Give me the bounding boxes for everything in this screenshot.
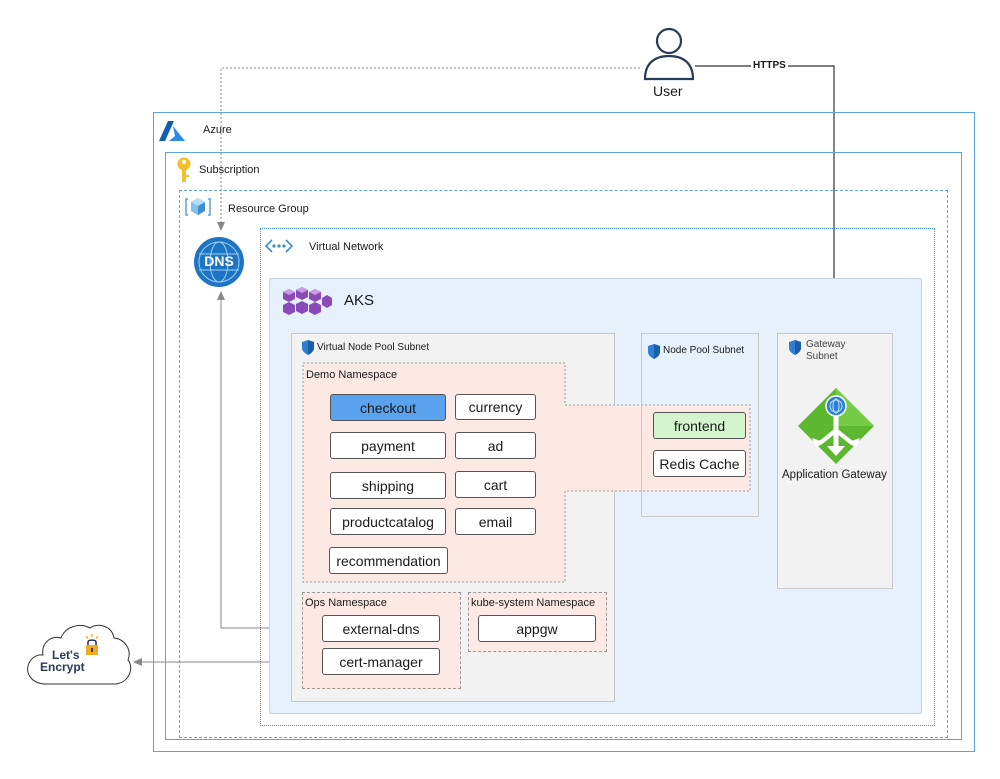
gateway-subnet-label-1: Gateway <box>806 339 846 350</box>
service-appgw: appgw <box>478 615 596 642</box>
service-payment: payment <box>330 432 446 459</box>
kube-system-namespace-label: kube-system Namespace <box>471 597 596 609</box>
key-icon <box>177 157 191 182</box>
resource-group-container <box>179 190 948 738</box>
service-cert-manager: cert-manager <box>322 648 440 675</box>
gateway-subnet-label-2: Subnet <box>806 351 838 362</box>
lets-encrypt-line2: Encrypt <box>40 660 85 674</box>
shield-icon <box>789 340 801 355</box>
shield-icon <box>648 344 660 359</box>
aks-icon <box>283 287 332 315</box>
virtual-network-label: Virtual Network <box>309 241 384 253</box>
service-redis-cache: Redis Cache <box>653 450 746 477</box>
dns-icon: DNS <box>193 236 245 288</box>
virtual-node-pool-subnet-label: Virtual Node Pool Subnet <box>317 342 430 353</box>
service-currency: currency <box>455 394 536 420</box>
virtual-network-icon <box>265 239 293 253</box>
service-frontend: frontend <box>653 412 746 439</box>
azure-container <box>153 112 975 752</box>
service-ad: ad <box>455 432 536 459</box>
aks-label: AKS <box>344 292 375 309</box>
service-recommendation: recommendation <box>329 547 448 574</box>
application-gateway-icon <box>798 388 874 464</box>
azure-icon <box>159 121 185 141</box>
ops-namespace-label: Ops Namespace <box>305 597 387 609</box>
lock-icon <box>85 634 99 655</box>
azure-label: Azure <box>203 124 232 136</box>
service-productcatalog: productcatalog <box>330 508 446 535</box>
service-cart: cart <box>455 471 536 498</box>
virtual-network-container <box>260 228 935 726</box>
subscription-container <box>165 152 962 740</box>
subscription-label: Subscription <box>199 164 260 176</box>
user-label: User <box>653 83 683 99</box>
application-gateway-label: Application Gateway <box>782 469 887 481</box>
resource-group-icon <box>185 198 211 216</box>
demo-namespace-label: Demo Namespace <box>306 369 398 381</box>
service-checkout: checkout <box>330 394 446 421</box>
lets-encrypt-cloud <box>27 624 132 685</box>
https-label: HTTPS <box>751 60 788 71</box>
node-pool-subnet <box>641 333 759 517</box>
lets-encrypt-line1: Let's <box>52 648 80 662</box>
service-external-dns: external-dns <box>322 615 440 642</box>
service-email: email <box>455 508 536 535</box>
user-icon <box>643 27 695 81</box>
service-shipping: shipping <box>330 472 446 499</box>
shield-icon <box>302 340 314 355</box>
dns-label: DNS <box>204 253 234 269</box>
node-pool-subnet-label: Node Pool Subnet <box>663 345 745 356</box>
resource-group-label: Resource Group <box>228 203 309 215</box>
